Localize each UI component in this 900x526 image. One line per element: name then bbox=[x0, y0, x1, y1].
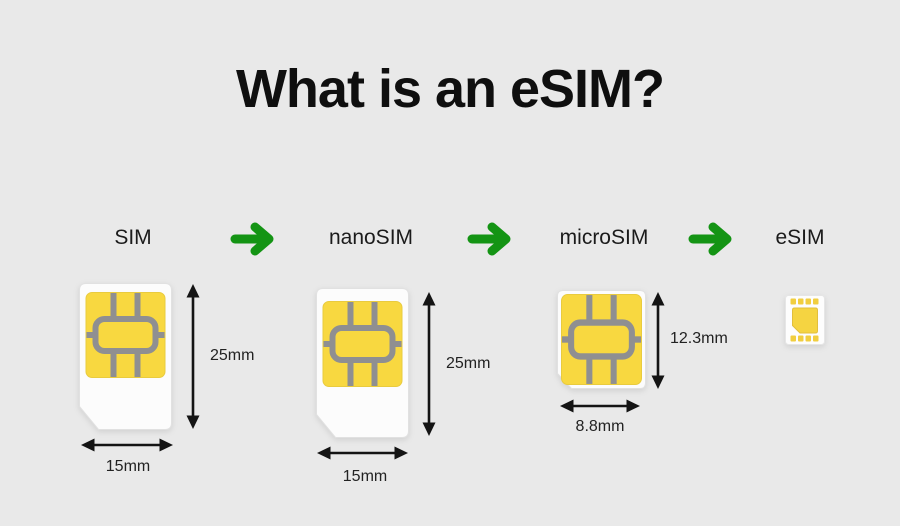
sim-card-icon bbox=[79, 283, 172, 430]
right-arrow-icon bbox=[688, 222, 732, 256]
stage-label-sim: SIM bbox=[114, 226, 152, 249]
right-arrow-icon bbox=[230, 222, 274, 256]
height-dimension-label: 25mm bbox=[210, 347, 255, 364]
height-arrow-icon bbox=[422, 292, 436, 436]
width-dimension-label: 8.8mm bbox=[575, 418, 625, 435]
width-dimension-label: 15mm bbox=[342, 468, 388, 485]
width-dimension-label: 15mm bbox=[105, 458, 151, 475]
right-arrow-icon bbox=[467, 222, 511, 256]
page-title: What is an eSIM? bbox=[235, 59, 665, 119]
width-arrow-icon bbox=[317, 446, 408, 460]
width-arrow-icon bbox=[560, 399, 640, 413]
esim-chip-icon bbox=[785, 295, 825, 345]
height-arrow-icon bbox=[651, 292, 665, 389]
stage-label-microsim: microSIM bbox=[559, 226, 649, 249]
sim-card-icon bbox=[316, 288, 409, 438]
height-dimension-label: 25mm bbox=[446, 355, 491, 372]
width-arrow-icon bbox=[81, 438, 173, 452]
height-arrow-icon bbox=[186, 284, 200, 429]
stage-label-esim: eSIM bbox=[775, 226, 825, 249]
height-dimension-label: 12.3mm bbox=[670, 330, 728, 347]
stage-label-nanosim: nanoSIM bbox=[328, 226, 414, 249]
sim-card-icon bbox=[557, 290, 646, 389]
